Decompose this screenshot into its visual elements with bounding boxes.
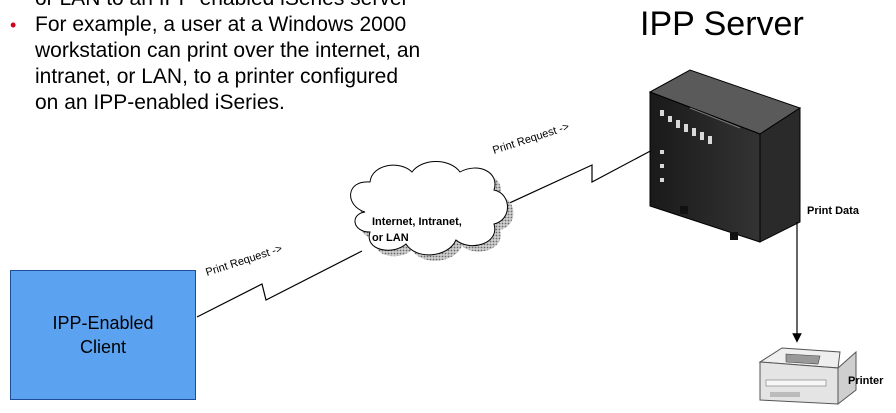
bullet-text-line: For example, a user at a Windows 2000	[35, 13, 407, 36]
client-label-line1: IPP-Enabled	[52, 313, 154, 333]
bullet-text-line: intranet, or LAN, to a printer configure…	[35, 65, 399, 88]
cloud-label-line1: Internet, Intranet,	[372, 216, 462, 228]
printer-icon	[758, 347, 857, 406]
ipp-client-box: IPP-Enabled Client	[10, 270, 196, 400]
bullet-text-line: on an IPP-enabled iSeries.	[35, 91, 285, 114]
cloud-label-line2: or LAN	[372, 232, 409, 244]
server-icon	[648, 69, 802, 243]
print-data-label: Print Data	[807, 205, 860, 217]
bullet-marker: •	[10, 15, 17, 35]
print-request-label-upper: Print Request ->	[491, 121, 571, 157]
print-request-label-lower: Print Request ->	[204, 243, 284, 279]
client-label-line2: Client	[79, 337, 126, 357]
bullet-text-line: or LAN to an IPP-enabled iSeries server	[35, 0, 409, 12]
printer-label: Printer	[848, 375, 884, 387]
client-to-cloud-link	[196, 250, 363, 318]
bullet-text-line: workstation can print over the internet,…	[35, 39, 421, 62]
cloud-to-server-link	[489, 147, 657, 213]
server-title: IPP Server	[640, 5, 804, 43]
